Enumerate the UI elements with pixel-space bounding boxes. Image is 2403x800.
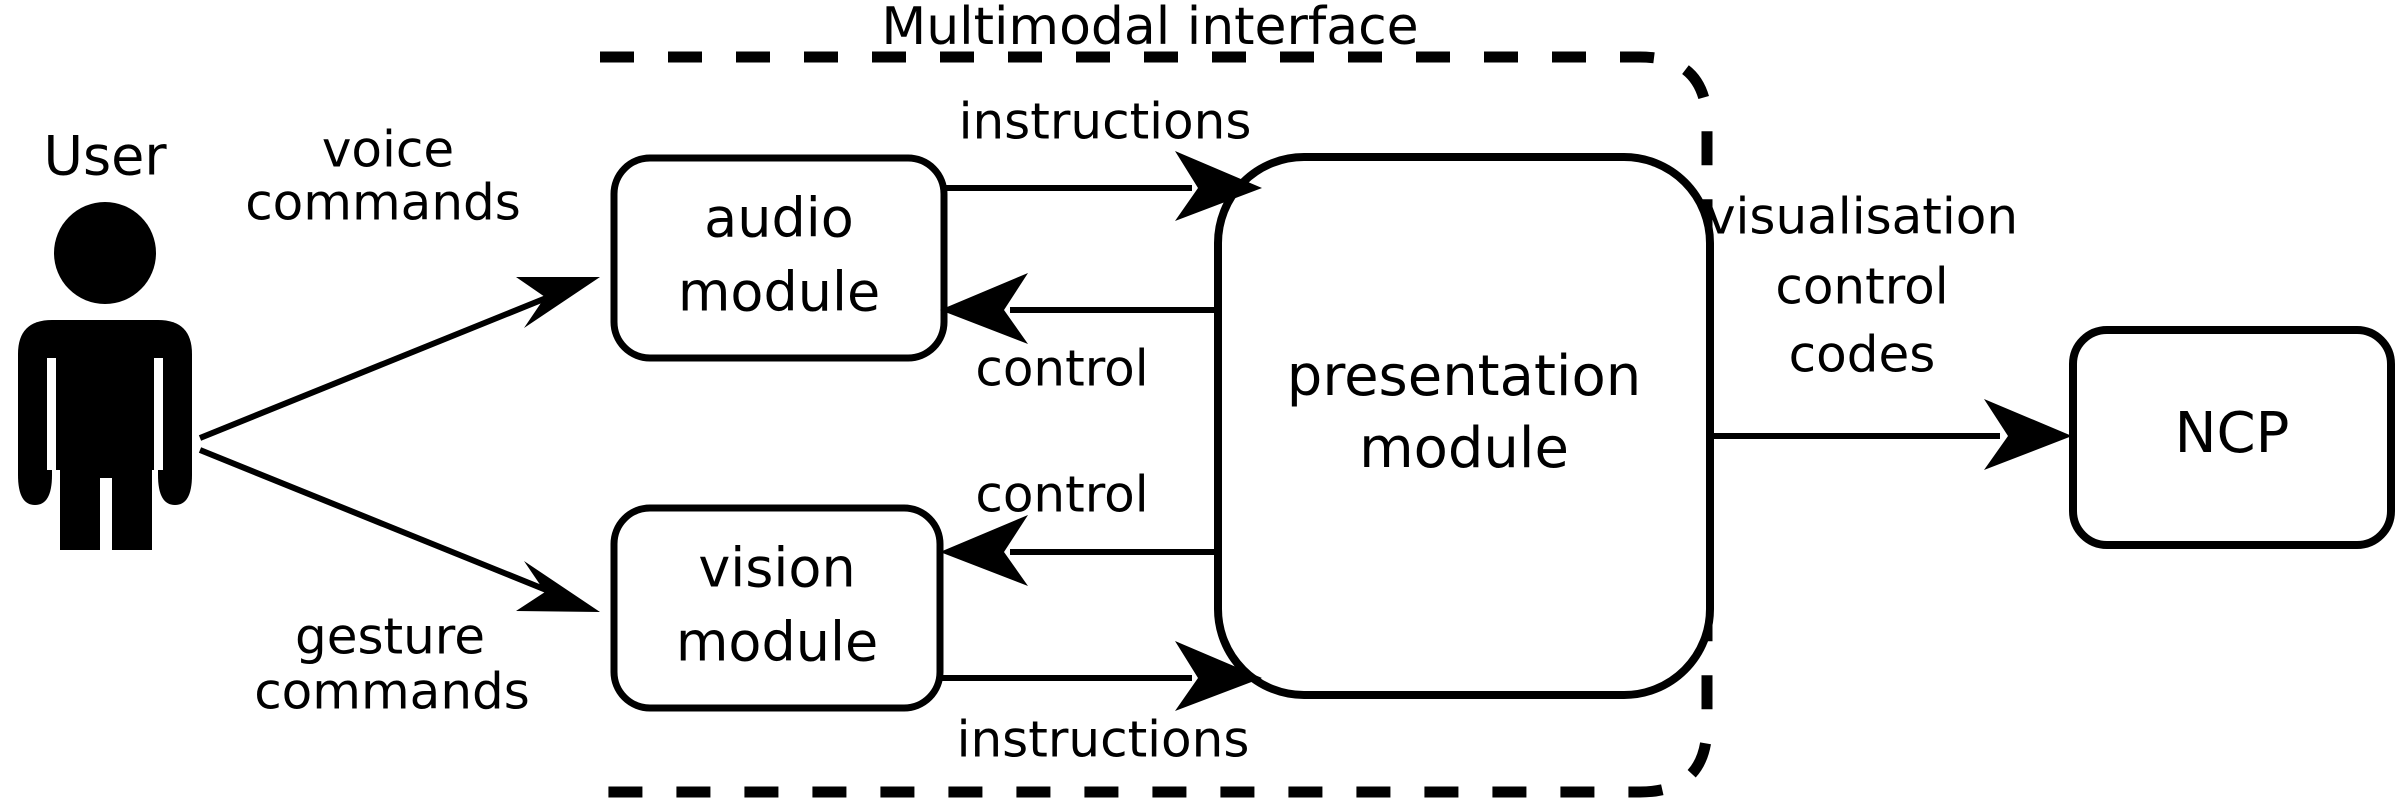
node-presentation-module[interactable]: presentation module xyxy=(1214,153,1714,699)
edge-label-control-top: control xyxy=(975,340,1148,398)
edge-label-gesture-commands-line2: commands xyxy=(254,663,530,721)
node-vision-module-label-line2: module xyxy=(676,611,878,674)
actor-label: User xyxy=(43,125,167,188)
edge-label-instructions-bottom: instructions xyxy=(957,711,1250,769)
edge-audio-to-presentation: instructions xyxy=(944,93,1262,221)
group-title: Multimodal interface xyxy=(881,0,1418,57)
edge-label-control-codes-line2: control xyxy=(1775,258,1948,316)
node-presentation-module-label-line2: module xyxy=(1359,416,1569,481)
edge-presentation-to-vision: control xyxy=(940,466,1214,586)
edge-user-to-audio: voice commands xyxy=(198,121,600,441)
edge-label-gesture-commands-line1: gesture xyxy=(295,608,485,666)
edge-vision-to-presentation: instructions xyxy=(940,641,1262,769)
edge-user-to-vision: gesture commands xyxy=(198,447,600,721)
edge-presentation-to-audio: control xyxy=(940,273,1214,398)
edge-label-voice-commands-line2: commands xyxy=(245,174,521,232)
node-ncp[interactable]: NCP xyxy=(2069,326,2395,549)
node-presentation-module-label-line1: presentation xyxy=(1287,344,1641,409)
edge-label-control-codes-line3: codes xyxy=(1789,326,1936,384)
node-audio-module-label-line2: module xyxy=(678,261,880,324)
node-audio-module-label-line1: audio xyxy=(704,187,854,250)
node-ncp-label: NCP xyxy=(2175,401,2290,466)
node-vision-module[interactable]: vision module xyxy=(610,504,944,712)
node-audio-module[interactable]: audio module xyxy=(610,154,948,362)
edge-presentation-to-ncp: visualisation control codes xyxy=(1706,188,2072,470)
edge-label-control-bottom: control xyxy=(975,466,1148,524)
node-vision-module-label-line1: vision xyxy=(698,537,855,600)
person-icon xyxy=(18,202,192,550)
edge-label-instructions-top: instructions xyxy=(959,93,1252,151)
edge-label-voice-commands-line1: voice xyxy=(322,121,454,179)
edge-label-visualisation: visualisation xyxy=(1706,188,2018,246)
